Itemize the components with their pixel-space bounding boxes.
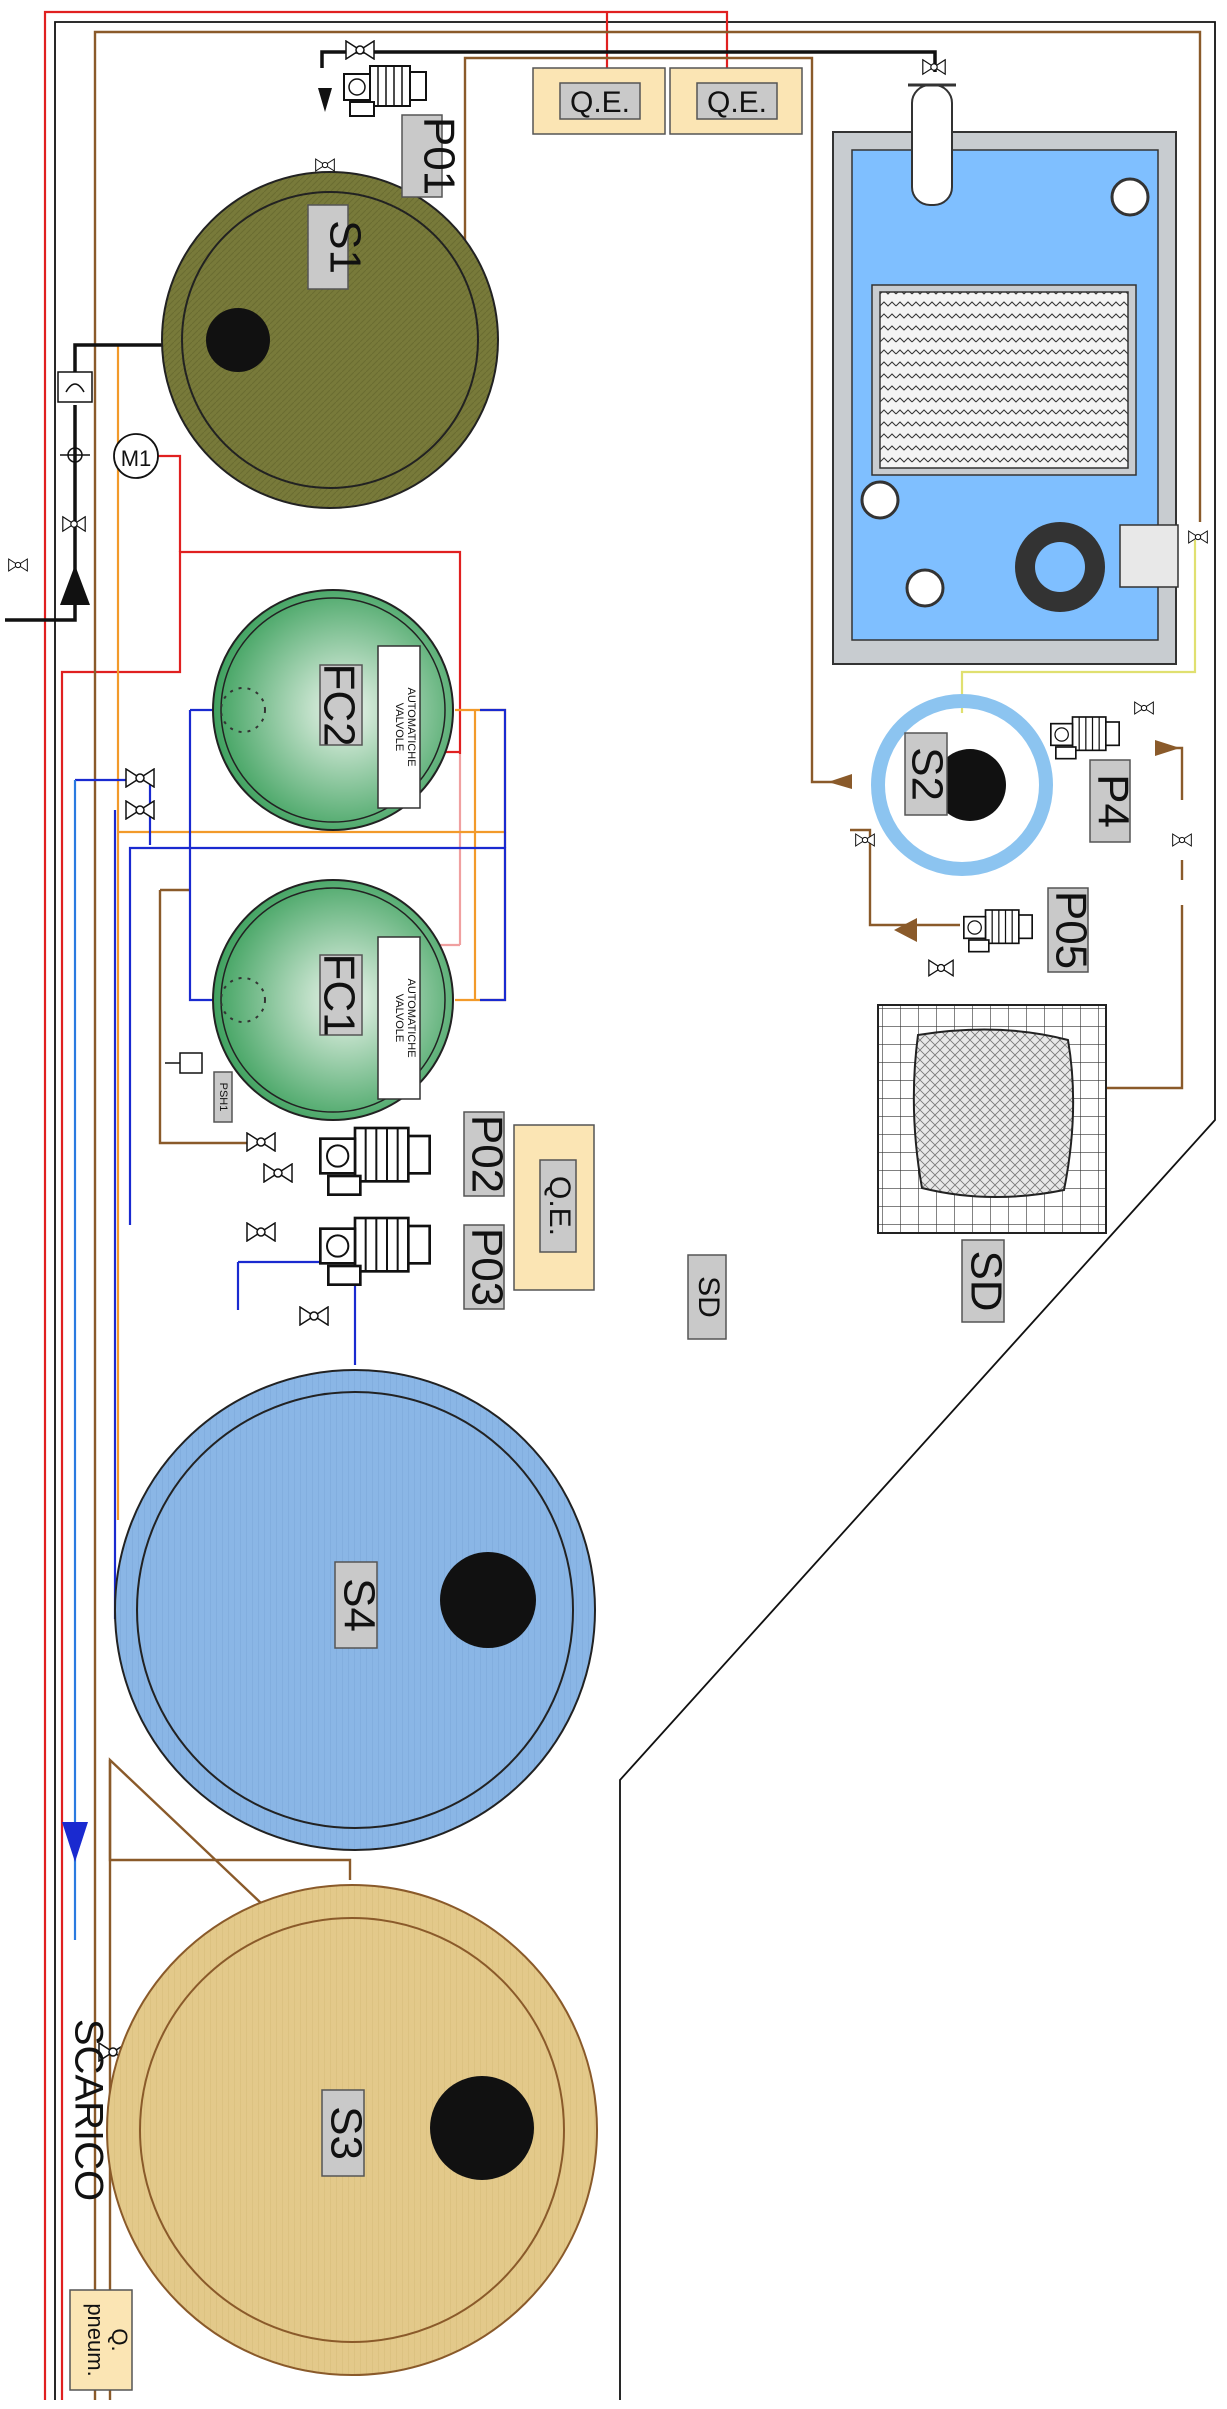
p03-label: P03 (462, 1228, 511, 1306)
brown-process-lines (93, 30, 1202, 2400)
check-valve-icon (318, 88, 332, 112)
q-pneum-label-2: pneum. (83, 2303, 108, 2376)
p4-label: P4 (1088, 774, 1137, 828)
fc1-valves-label-1: VALVOLE (393, 994, 405, 1043)
qe-mid-label: Q.E. (543, 1176, 576, 1236)
fc1-label: FC1 (314, 953, 363, 1036)
flow-arrow-icon (894, 918, 917, 942)
pump-p01: P01 (315, 40, 463, 198)
qe-box-top-1: Q.E. (532, 67, 666, 135)
fc2-valves-label-2: AUTOMATICHE (405, 687, 417, 766)
yellow-line (960, 540, 1197, 745)
fc2-label: FC2 (314, 663, 363, 746)
s4-label: S4 (334, 1578, 383, 1632)
sd-floor-text: SD (692, 1276, 725, 1318)
flow-arrow-icon (62, 1822, 88, 1862)
sludge-drying-bed: SD (877, 1004, 1107, 1323)
qe-top-2-label: Q.E. (707, 86, 767, 119)
psh1-label: PSH1 (217, 1083, 229, 1112)
flow-arrow-icon (60, 565, 90, 605)
pressure-switch-psh1: PSH1 (165, 1052, 233, 1123)
pump-p02: P02 (246, 1111, 511, 1197)
tank-s4: S4 (114, 1369, 596, 1851)
fc2-valves-label-1: VALVOLE (393, 703, 405, 752)
filter-press (832, 59, 1208, 665)
s2-label: S2 (902, 747, 951, 801)
pump-p03: P03 (246, 1216, 511, 1326)
qe-box-top-2: Q.E. (669, 67, 803, 135)
pump-p05: P05 (828, 774, 1095, 978)
tank-s1: S1 (161, 171, 499, 509)
flow-arrow-icon (828, 774, 852, 789)
tank-s2: S2 (871, 694, 1053, 876)
filter-fc1: VALVOLE AUTOMATICHE FC1 (212, 879, 454, 1121)
s1-label: S1 (320, 220, 369, 274)
q-pneum-label-1: Q. (107, 2328, 132, 2351)
m1-label: M1 (121, 446, 152, 471)
qe-top-1-label: Q.E. (570, 86, 630, 119)
p05-label: P05 (1046, 891, 1095, 969)
tank-s3: S3 (106, 1884, 598, 2376)
sd-bed-label: SD (961, 1250, 1010, 1311)
inlet-equipment: M1 (57, 371, 159, 605)
sd-floor-label: SD (687, 1254, 727, 1340)
fc1-valves-label-2: AUTOMATICHE (405, 978, 417, 1057)
scarico-label: SCARICO (66, 2019, 110, 2201)
qe-box-mid: Q.E. (513, 1124, 595, 1291)
room-outline (54, 21, 1216, 2400)
filter-fc2: VALVOLE AUTOMATICHE FC2 (212, 589, 454, 831)
flow-arrow-icon (1155, 740, 1180, 756)
s3-label: S3 (321, 2106, 370, 2160)
pump-p4: P4 (1049, 700, 1192, 848)
p02-label: P02 (462, 1115, 511, 1193)
p01-label: P01 (414, 117, 463, 195)
q-pneum-box: Q. pneum. (69, 2289, 133, 2391)
